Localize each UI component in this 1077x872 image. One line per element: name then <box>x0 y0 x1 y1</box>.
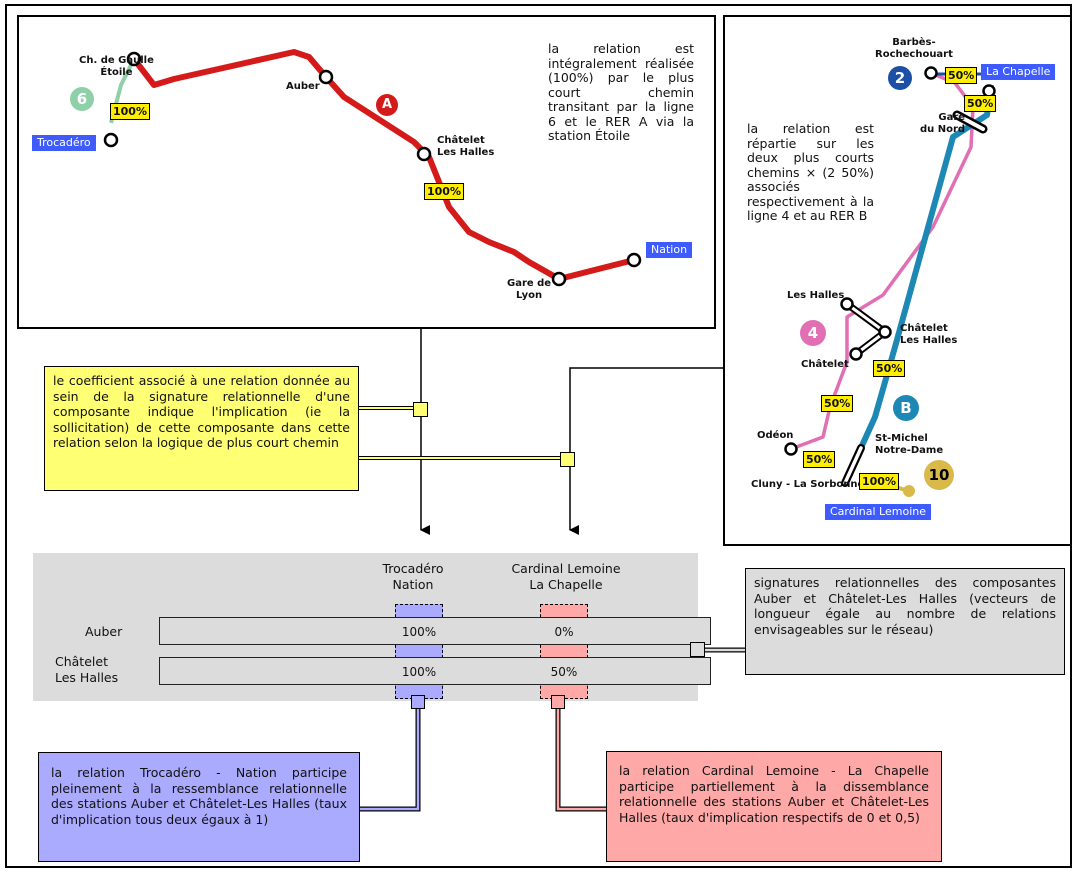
column-header-trocadero-nation: Trocadéro Nation <box>382 561 444 592</box>
station-les-halles-dot <box>840 297 854 311</box>
station-barbes-dot <box>924 66 938 80</box>
coef-barbes: 50% <box>945 67 978 84</box>
link-blue <box>360 708 421 812</box>
coef-chatelet: 50% <box>821 395 854 412</box>
map-panel-rer-a: Ch. de Gaulle Étoile Auber Châtelet Les … <box>17 15 716 329</box>
station-gare-nord-label: Gare du Nord <box>920 112 966 135</box>
line-2-bullet: 2 <box>888 66 912 90</box>
rer-a-bullet: A <box>376 94 398 116</box>
callout-cardinal-chapelle: la relation Cardinal Lemoine - La Chapel… <box>606 751 942 862</box>
station-chatelet-label: Châtelet <box>801 359 849 370</box>
station-trocadero-dot <box>103 132 119 148</box>
row-label-chatelet: Châtelet Les Halles <box>55 654 119 685</box>
station-cardinal-dot <box>903 485 915 497</box>
station-chatelet-dot <box>416 146 432 162</box>
map-panel-rer-b: Barbès- Rochechouart Gare du Nord Les Ha… <box>723 15 1072 546</box>
cell-chatelet-cardinal-chapelle: 50% <box>550 665 578 679</box>
tag-cardinal-lemoine: Cardinal Lemoine <box>825 504 931 520</box>
coef-etoile: 100% <box>110 103 150 120</box>
rer-b-map <box>784 66 996 497</box>
station-st-michel-label: St-Michel Notre-Dame <box>875 433 944 456</box>
coef-chatelet-lh: 50% <box>873 360 906 377</box>
station-gare-lyon-label: Gare de Lyon <box>507 278 552 301</box>
connector-square-b <box>560 452 575 467</box>
callout-coefficient: le coefficient associé à une relation do… <box>44 366 359 491</box>
column-header-cardinal-chapelle: Cardinal Lemoine La Chapelle <box>511 561 621 592</box>
line-10-bullet: 10 <box>924 460 954 490</box>
callout-trocadero-nation-text: la relation Trocadéro - Nation participe… <box>51 765 347 827</box>
station-les-halles-label: Les Halles <box>787 290 845 301</box>
arrow-cardinal-chapelle <box>569 367 725 535</box>
description-rer-a: la relation est intégralement réalisée (… <box>548 41 694 143</box>
rer-a-map <box>103 49 642 287</box>
callout-trocadero-nation: la relation Trocadéro - Nation participe… <box>38 752 360 862</box>
tag-nation: Nation <box>646 242 693 258</box>
connector-square-blue <box>411 695 425 709</box>
station-auber-label: Auber <box>286 81 320 92</box>
cell-auber-cardinal-chapelle: 0% <box>554 625 574 639</box>
station-nation-dot <box>626 252 642 268</box>
connector-square-grey <box>690 642 705 657</box>
coef-chatelet: 100% <box>424 183 464 200</box>
connector-square-a <box>413 402 428 417</box>
line-6-bullet: 6 <box>70 87 94 111</box>
station-etoile-dot <box>126 51 142 67</box>
coef-gare-nord: 50% <box>964 95 997 112</box>
signature-vector-auber <box>159 617 711 645</box>
link-red <box>555 708 606 812</box>
station-chatelet-lh-label: Châtelet Les Halles <box>900 323 958 346</box>
callout-signatures-text: signatures relationnelles des composante… <box>754 575 1056 637</box>
station-chatelet-label: Châtelet Les Halles <box>437 135 495 158</box>
tag-la-chapelle: La Chapelle <box>981 64 1056 80</box>
station-odeon-label: Odéon <box>757 430 794 441</box>
row-label-auber: Auber <box>85 624 123 639</box>
callout-signatures: signatures relationnelles des composante… <box>745 568 1065 675</box>
station-auber-dot <box>318 69 334 85</box>
line-4-bullet: 4 <box>800 320 826 346</box>
cell-chatelet-trocadero-nation: 100% <box>401 665 437 679</box>
station-etoile-label: Ch. de Gaulle Étoile <box>79 55 154 78</box>
coef-st-michel: 50% <box>803 451 836 468</box>
signature-table: Trocadéro Nation Cardinal Lemoine La Cha… <box>33 553 711 701</box>
tag-trocadero: Trocadéro <box>32 135 96 151</box>
callout-coefficient-text: le coefficient associé à une relation do… <box>53 373 350 450</box>
signature-vector-chatelet <box>159 657 711 685</box>
connector-square-red <box>551 695 565 709</box>
callout-cardinal-chapelle-text: la relation Cardinal Lemoine - La Chapel… <box>619 763 929 825</box>
coef-cluny: 100% <box>859 473 899 490</box>
station-chatelet-lh-dot <box>878 325 892 339</box>
station-chatelet-dot <box>849 347 863 361</box>
cell-auber-trocadero-nation: 100% <box>401 625 437 639</box>
station-cluny-label: Cluny - La Sorbonne <box>751 479 865 490</box>
description-rer-b: la relation est répartie sur les deux pl… <box>747 121 874 223</box>
station-odeon-dot <box>784 442 798 456</box>
rer-b-bullet: B <box>893 395 919 421</box>
station-gare-lyon-dot <box>551 271 567 287</box>
station-barbes-label: Barbès- Rochechouart <box>875 37 953 60</box>
